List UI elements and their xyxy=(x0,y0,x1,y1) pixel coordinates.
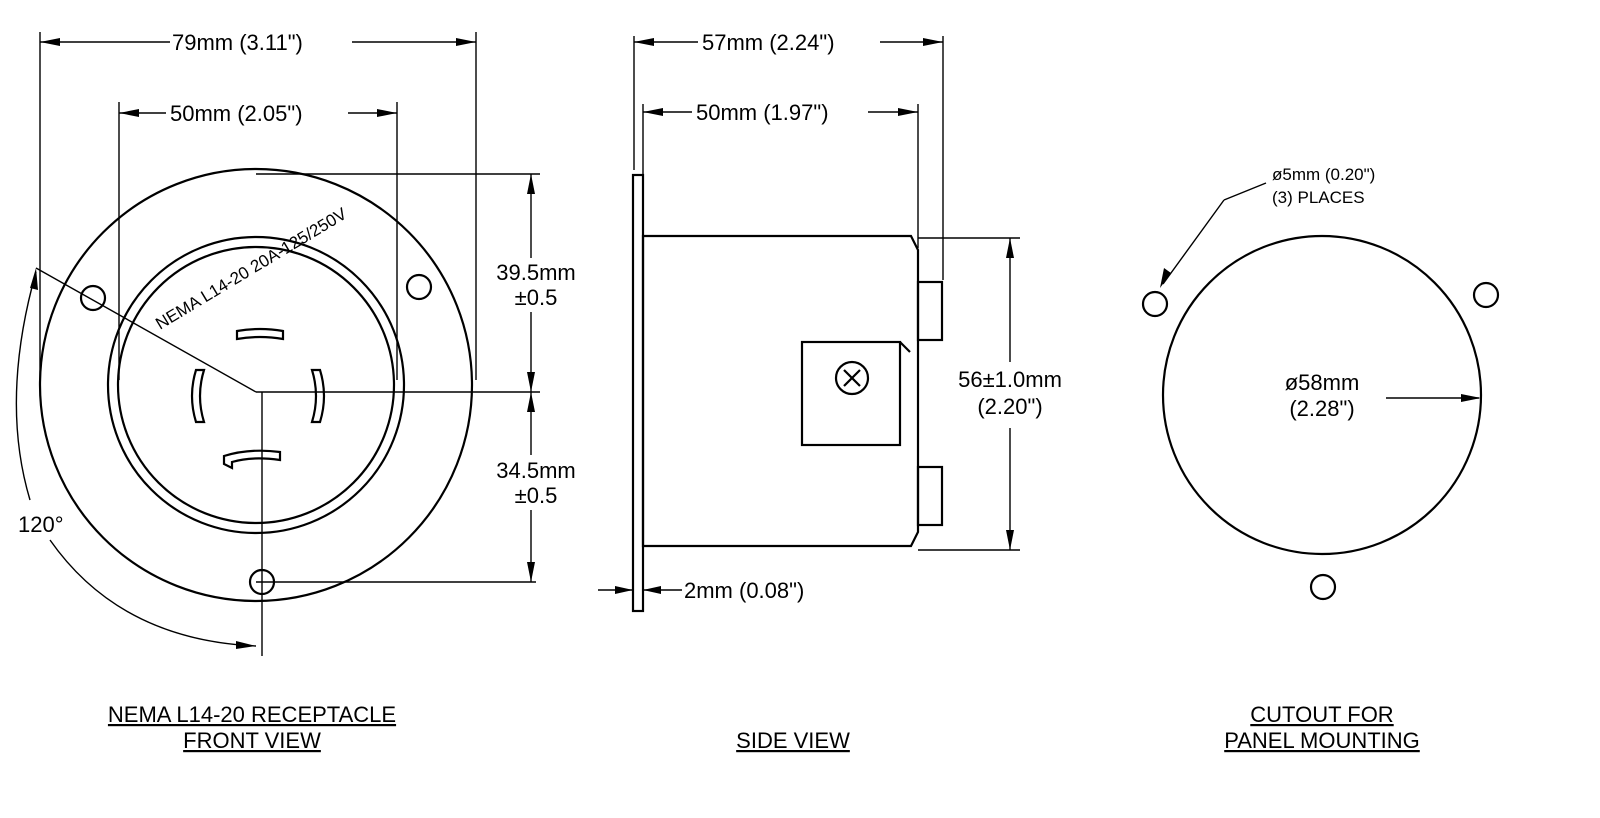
arrow-2mm-right xyxy=(643,586,661,594)
receptacle-body xyxy=(641,234,920,548)
arrow-57-left xyxy=(634,38,654,46)
terminal-screw xyxy=(834,360,870,396)
leader-line xyxy=(1162,199,1225,285)
angle-arc-lower xyxy=(49,539,257,647)
dim-overall-width: 79mm (3.11") xyxy=(172,30,303,55)
angle-arc-upper xyxy=(15,271,37,501)
dim-overall-depth: 57mm (2.24") xyxy=(702,30,835,55)
dim-height-2: (2.20") xyxy=(977,394,1042,419)
slot-ground xyxy=(222,449,282,470)
flange-outer-circle xyxy=(38,167,474,603)
cutout-circle xyxy=(1161,234,1483,556)
dim-flange: 2mm (0.08") xyxy=(684,578,804,603)
diameter-arrow xyxy=(1461,394,1481,402)
terminal-block xyxy=(800,340,902,447)
leader-horizontal xyxy=(1223,182,1267,201)
flange-plate xyxy=(631,173,645,613)
arrow-56-up xyxy=(1006,238,1014,258)
arrow-57-right xyxy=(923,38,943,46)
cutout-diameter-1: ø58mm xyxy=(1285,370,1360,395)
arrow-50-left xyxy=(119,109,139,117)
arrow-2mm-left xyxy=(615,586,633,594)
dim-top-2: ±0.5 xyxy=(515,285,558,310)
side-view: 57mm (2.24") 50mm (1.97") 56±1.0mm (2.20… xyxy=(598,30,1062,753)
slot-left xyxy=(190,368,206,424)
dim-bottom-2: ±0.5 xyxy=(515,483,558,508)
cutout-caption-1: CUTOUT FOR xyxy=(1250,702,1393,727)
cutout-hole-bottom xyxy=(1309,573,1337,601)
arrow-50s-right xyxy=(898,108,918,116)
hole-note-1: ø5mm (0.20") xyxy=(1272,165,1375,184)
cutout-hole-right xyxy=(1472,281,1500,309)
arrow-56-down xyxy=(1006,530,1014,550)
screw-slot xyxy=(843,369,861,387)
angle-arrow-bottom xyxy=(236,641,256,649)
mount-hole-right xyxy=(405,273,433,301)
dim-inner-width: 50mm (2.05") xyxy=(170,101,303,126)
front-view: NEMA L14-20 20A-125/250V 79mm (3.11") 50… xyxy=(15,30,576,753)
slot-top xyxy=(235,327,285,341)
dim-top-1: 39.5mm xyxy=(496,260,575,285)
arrow-top-up xyxy=(527,174,535,194)
terminal-edge xyxy=(899,341,911,353)
dim-bottom-1: 34.5mm xyxy=(496,458,575,483)
side-caption: SIDE VIEW xyxy=(736,728,850,753)
cutout-diameter-2: (2.28") xyxy=(1289,396,1354,421)
mount-hole-left xyxy=(79,284,107,312)
arrow-79-left xyxy=(40,38,60,46)
dim-height-1: 56±1.0mm xyxy=(958,367,1062,392)
receptacle-outer-ring xyxy=(106,235,406,535)
dim-body-depth: 50mm (1.97") xyxy=(696,100,829,125)
leader-arrow xyxy=(1160,268,1171,288)
arrow-50s-left xyxy=(643,108,663,116)
arrow-bottom-down xyxy=(527,562,535,582)
hole-note-2: (3) PLACES xyxy=(1272,188,1365,207)
contact-upper xyxy=(916,280,944,342)
slot-right xyxy=(310,368,326,424)
cutout-view: ø5mm (0.20") (3) PLACES ø58mm (2.28") CU… xyxy=(1141,165,1500,753)
angle-arrow-top xyxy=(30,268,38,290)
arrow-50-right xyxy=(377,109,397,117)
cutout-hole-left xyxy=(1141,290,1169,318)
contact-lower xyxy=(916,465,944,527)
cutout-caption-2: PANEL MOUNTING xyxy=(1224,728,1420,753)
center-line-left xyxy=(35,267,257,393)
arrow-79-right xyxy=(456,38,476,46)
front-caption-1: NEMA L14-20 RECEPTACLE xyxy=(108,702,396,727)
arrow-top-down xyxy=(527,372,535,392)
front-caption-2: FRONT VIEW xyxy=(183,728,321,753)
angle-label: 120° xyxy=(18,512,64,537)
receptacle-inner-ring xyxy=(116,245,396,525)
arrow-bottom-up xyxy=(527,392,535,412)
